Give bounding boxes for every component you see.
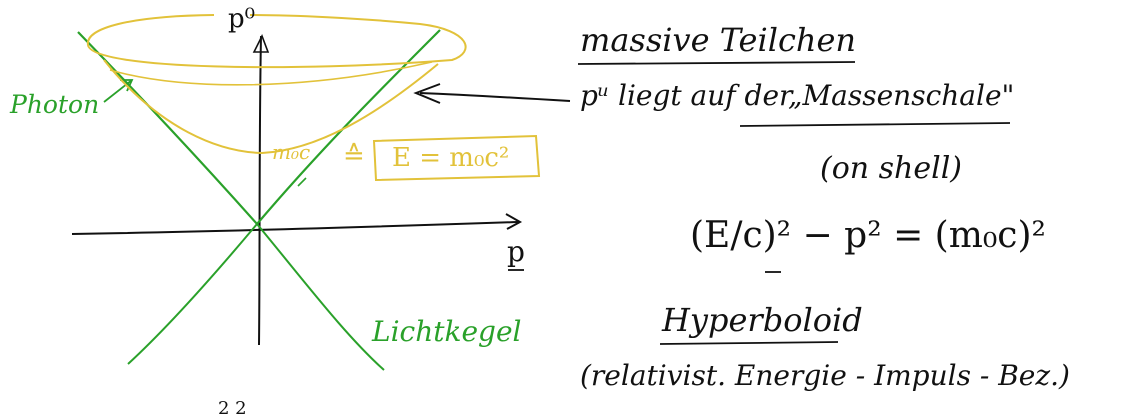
mass-shell-pointer-arrow bbox=[419, 92, 571, 102]
axis-horizontal-label: p bbox=[507, 235, 525, 268]
hyperboloid-underline bbox=[659, 341, 839, 345]
hyperboloid-note: (relativist. Energie - Impuls - Bez.) bbox=[580, 359, 1070, 392]
mass-shell-hyperbola bbox=[103, 59, 439, 155]
hyperboloid-heading: Hyperboloid bbox=[662, 301, 863, 339]
formula-box bbox=[372, 134, 541, 182]
equivalence-symbol: ≙ bbox=[343, 141, 365, 171]
heading-underline bbox=[577, 61, 856, 65]
notes-heading: massive Teilchen bbox=[580, 21, 857, 59]
notes-formula: (E/c)² − p² = (m₀c)² bbox=[690, 215, 1046, 256]
notes-line1-prefix: pᵘ liegt auf der bbox=[580, 79, 793, 112]
light-cone-right-upper bbox=[256, 29, 441, 225]
light-cone-left-upper bbox=[77, 31, 258, 225]
photon-label: Photon bbox=[10, 90, 100, 119]
axis-vertical-label: p⁰ bbox=[228, 4, 256, 34]
light-cone-right-lower bbox=[256, 223, 385, 371]
light-cone-left-lower bbox=[127, 223, 258, 365]
green-tick bbox=[297, 177, 307, 187]
energy-axis bbox=[258, 35, 262, 346]
momentum-axis-arrowhead bbox=[505, 213, 523, 230]
light-cone-label: Lichtkegel bbox=[372, 315, 522, 348]
mass-shell-inner-arc bbox=[109, 61, 433, 86]
shell-min-label: m₀c bbox=[272, 140, 311, 164]
notes-line2: (on shell) bbox=[820, 151, 962, 186]
mass-shell-top-ellipse bbox=[86, 14, 467, 69]
footer-fragment: 2 2 bbox=[218, 398, 247, 417]
notes-line1-emphasis: „Massenschale" bbox=[788, 79, 1015, 112]
energy-axis-arrowhead bbox=[252, 34, 270, 53]
boxed-formula: E = m₀c² bbox=[392, 143, 510, 173]
photon-arrow bbox=[103, 79, 133, 103]
mass-shell-pointer-arrowhead bbox=[413, 83, 441, 104]
momentum-axis bbox=[71, 221, 519, 235]
massenschale-underline bbox=[739, 122, 1011, 127]
